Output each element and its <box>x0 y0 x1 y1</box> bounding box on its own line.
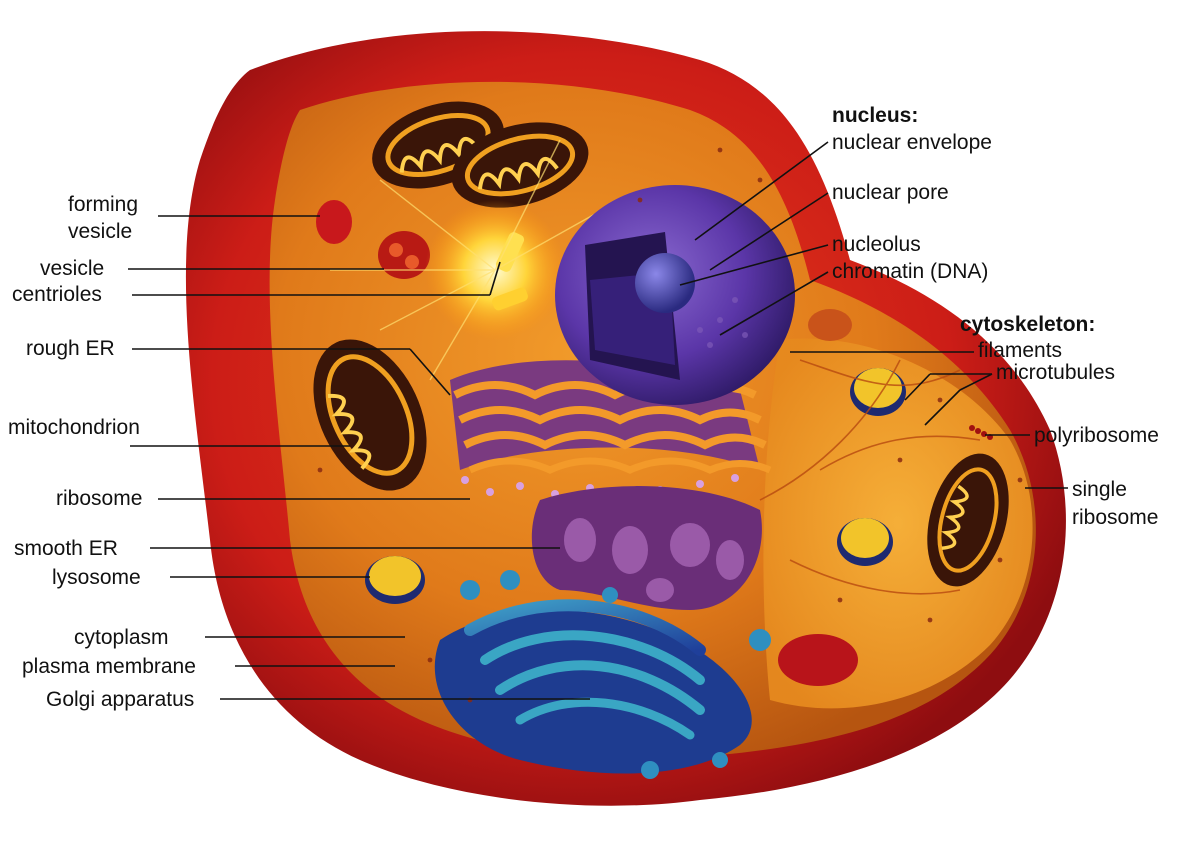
label-cytoplasm: cytoplasm <box>74 626 169 649</box>
label-mitochondrion: mitochondrion <box>8 416 140 439</box>
label-vesicle: vesicle <box>40 257 104 280</box>
label-nuclear-pore: nuclear pore <box>832 181 949 204</box>
label-forming-vesicle-line2: vesicle <box>68 220 132 243</box>
label-plasma-membrane: plasma membrane <box>22 655 196 678</box>
forming-vesicle-shape <box>316 200 352 244</box>
label-microtubules: microtubules <box>996 361 1115 384</box>
label-chromatin: chromatin (DNA) <box>832 260 988 283</box>
label-rough-er: rough ER <box>26 337 115 360</box>
label-nuclear-envelope: nuclear envelope <box>832 131 992 154</box>
label-centrioles: centrioles <box>12 283 102 306</box>
label-polyribosome: polyribosome <box>1034 424 1159 447</box>
lysosome-right-upper <box>850 368 906 416</box>
label-forming-vesicle-line1: forming <box>68 193 138 216</box>
label-single-ribosome-line1: single <box>1072 478 1127 501</box>
vesicle-shape <box>378 231 430 279</box>
label-cytoskeleton-heading: cytoskeleton: <box>960 313 1095 336</box>
label-golgi-apparatus: Golgi apparatus <box>46 688 194 711</box>
membrane-fold <box>778 634 858 686</box>
label-smooth-er: smooth ER <box>14 537 118 560</box>
lysosome-right-lower <box>837 518 893 566</box>
membrane-fold <box>808 309 852 341</box>
nucleus-shape <box>555 185 795 405</box>
label-ribosome: ribosome <box>56 487 142 510</box>
label-filaments: filaments <box>978 339 1062 362</box>
label-nucleus-heading: nucleus: <box>832 104 918 127</box>
lysosome-shape <box>365 556 425 604</box>
label-lysosome: lysosome <box>52 566 141 589</box>
label-nucleolus: nucleolus <box>832 233 921 256</box>
label-single-ribosome-line2: ribosome <box>1072 506 1158 529</box>
